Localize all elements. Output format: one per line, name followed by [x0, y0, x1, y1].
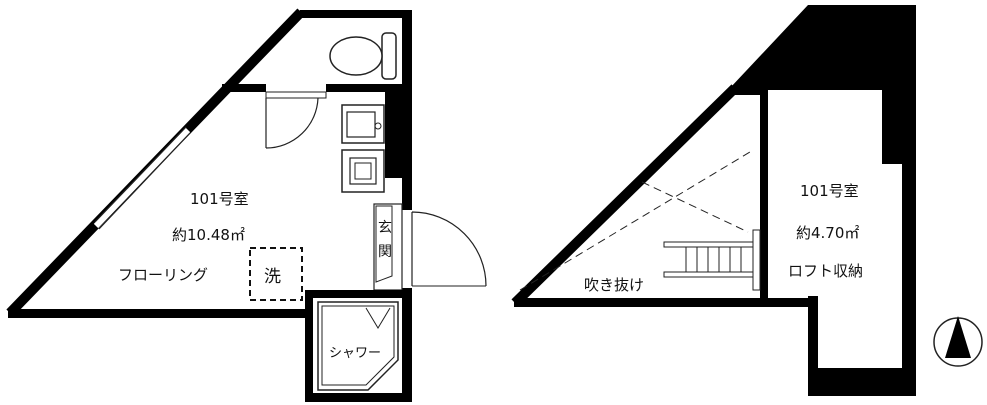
loft-solid-area [730, 5, 916, 160]
loft-wall-top-inner [735, 86, 767, 94]
floor-type-label: フローリング [118, 266, 208, 284]
entrance-step [375, 205, 393, 283]
wall-bottom-shower [305, 393, 412, 402]
ground-floor-plan: 101号室 約10.48㎡ フローリング 洗 玄 関 シャワー [6, 8, 487, 402]
toilet-door [265, 91, 327, 99]
loft-storage-label: ロフト収納 [788, 262, 863, 280]
loft-wall-right-inner [882, 150, 916, 164]
window [93, 126, 191, 230]
void-line-2 [641, 181, 749, 233]
laundry-space [249, 247, 303, 301]
toilet-door-swing [265, 97, 319, 149]
wall-left-shower [305, 296, 313, 402]
loft-divider [760, 90, 768, 302]
wall-top [296, 10, 412, 18]
void-label: 吹き抜け [584, 276, 644, 294]
entrance-door-swing [411, 211, 487, 287]
stove-icon [341, 149, 385, 193]
void-line-1 [519, 151, 751, 291]
kitchen-wall [385, 92, 402, 178]
loft-room-name: 101号室 [800, 182, 859, 200]
north-arrow-icon [933, 316, 983, 367]
loft-floor-plan: 101号室 約4.70㎡ ロフト収納 吹き抜け [511, 5, 916, 396]
wall-toilet-divider-2 [326, 84, 406, 92]
entrance-label-1: 玄 [378, 219, 392, 236]
loft-wall-diagonal [511, 84, 739, 307]
wall-shower-top [305, 290, 410, 298]
wall-right-lower [402, 288, 412, 400]
wall-toilet-divider [222, 84, 266, 92]
loft-wall-right [902, 160, 916, 396]
laundry-label: 洗 [264, 267, 281, 287]
ground-area: 約10.48㎡ [172, 226, 245, 244]
loft-wall-bottom [514, 298, 818, 307]
loft-bottom-block [808, 368, 916, 396]
shower-label: シャワー [329, 346, 381, 361]
ground-room-name: 101号室 [190, 190, 249, 208]
shower-unit [317, 301, 399, 391]
loft-wall-lower-left [808, 296, 818, 396]
wall-bottom-room [8, 309, 313, 318]
entrance-label-2: 関 [378, 244, 392, 260]
loft-area: 約4.70㎡ [796, 224, 859, 242]
toilet-icon [329, 32, 397, 80]
ladder-icon [663, 229, 761, 291]
sink-icon [341, 104, 385, 144]
wall-right-upper [402, 10, 412, 210]
